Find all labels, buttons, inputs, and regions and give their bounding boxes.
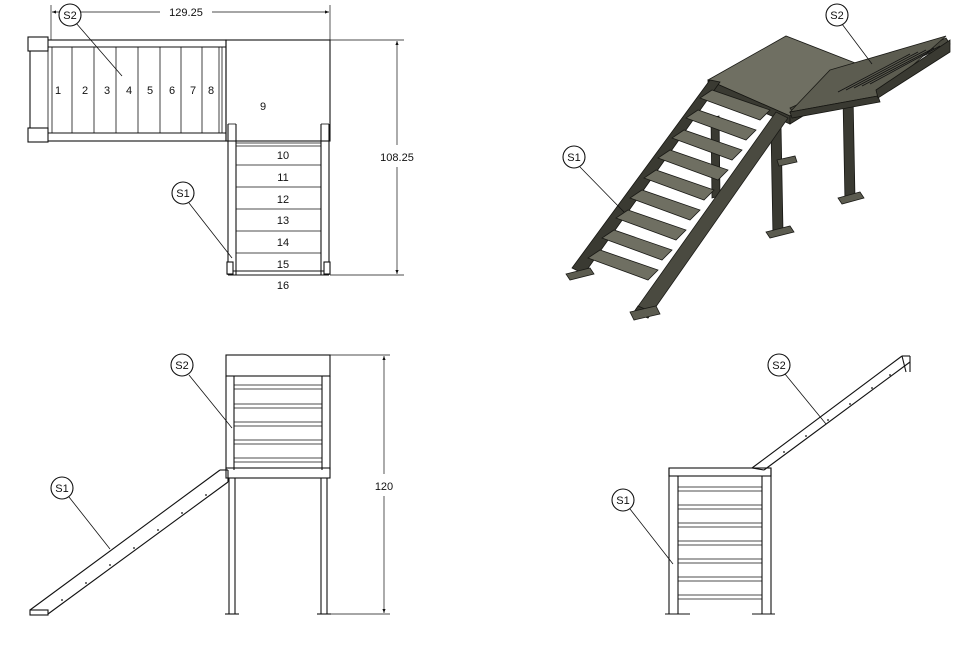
upper-stair-plan: 1 2 3 4 5 6 7 8: [27, 36, 227, 143]
support-post: [770, 125, 784, 237]
lower-stair-plan: 10 11 12 13 14 15 16: [226, 123, 331, 292]
callout-s2: S2: [767, 353, 827, 425]
callout-s2: S2: [170, 353, 233, 429]
step-number: 6: [169, 85, 175, 97]
callout-s1-label: S1: [55, 483, 68, 495]
post-base-plate: [837, 191, 865, 205]
width-dimension-label: 129.25: [169, 7, 203, 19]
callout-s2-label: S2: [830, 10, 843, 22]
landing-plan: 9: [225, 39, 331, 142]
callout-s1-label: S1: [176, 188, 189, 200]
callout-s2-label: S2: [772, 360, 785, 372]
upper-stair-iso: [788, 35, 951, 119]
isometric-view: S2 S1: [562, 3, 951, 321]
step-number: 11: [277, 172, 288, 184]
lower-stair-iso: [565, 79, 789, 321]
landing-beam: [225, 467, 331, 479]
step-number: 1: [55, 85, 61, 97]
step-number: 7: [190, 85, 196, 97]
callout-s1: S1: [171, 181, 233, 259]
callout-s2: S2: [58, 3, 123, 77]
step-number: 8: [208, 85, 214, 97]
height-dimension: 120: [330, 354, 393, 615]
step-number: 4: [126, 85, 132, 97]
step-number: 16: [277, 280, 289, 292]
callout-s1: S1: [50, 476, 111, 550]
post-base-plate: [776, 155, 798, 167]
step-number: 12: [277, 194, 289, 206]
callout-s2: S2: [825, 3, 873, 65]
support-post: [842, 94, 856, 203]
side-view: S2 S1: [611, 353, 911, 615]
stair-base-plate: [565, 267, 595, 281]
upper-stair-elevation: [225, 354, 331, 470]
landing-posts: [225, 478, 331, 615]
depth-dimension-label: 108.25: [380, 152, 414, 164]
callout-s1-label: S1: [567, 152, 580, 164]
callout-s1: S1: [611, 488, 674, 565]
step-number: 13: [277, 215, 289, 227]
landing-label: 9: [260, 101, 266, 113]
step-number: 5: [147, 85, 153, 97]
height-dimension-label: 120: [375, 481, 393, 493]
lower-stair-end-elevation: [665, 467, 775, 615]
step-number: 3: [104, 85, 110, 97]
depth-dimension: 108.25: [330, 39, 414, 276]
front-view: 120 S2 S1: [29, 353, 393, 616]
callout-s2-label: S2: [63, 10, 76, 22]
callout-s1-label: S1: [616, 495, 629, 507]
callout-s1: S1: [562, 145, 625, 213]
step-number: 2: [82, 85, 88, 97]
top-view: 129.25 1 2 3 4 5 6: [27, 3, 414, 292]
step-number: 10: [277, 150, 289, 162]
upper-stair-elevation: [751, 355, 911, 471]
post-base-plate: [765, 225, 795, 239]
stair-base-plate: [629, 305, 661, 321]
step-number: 15: [277, 259, 289, 271]
step-number: 14: [277, 237, 289, 249]
callout-s2-label: S2: [175, 360, 188, 372]
width-dimension: 129.25: [50, 5, 331, 40]
lower-stair-elevation: [29, 469, 229, 616]
